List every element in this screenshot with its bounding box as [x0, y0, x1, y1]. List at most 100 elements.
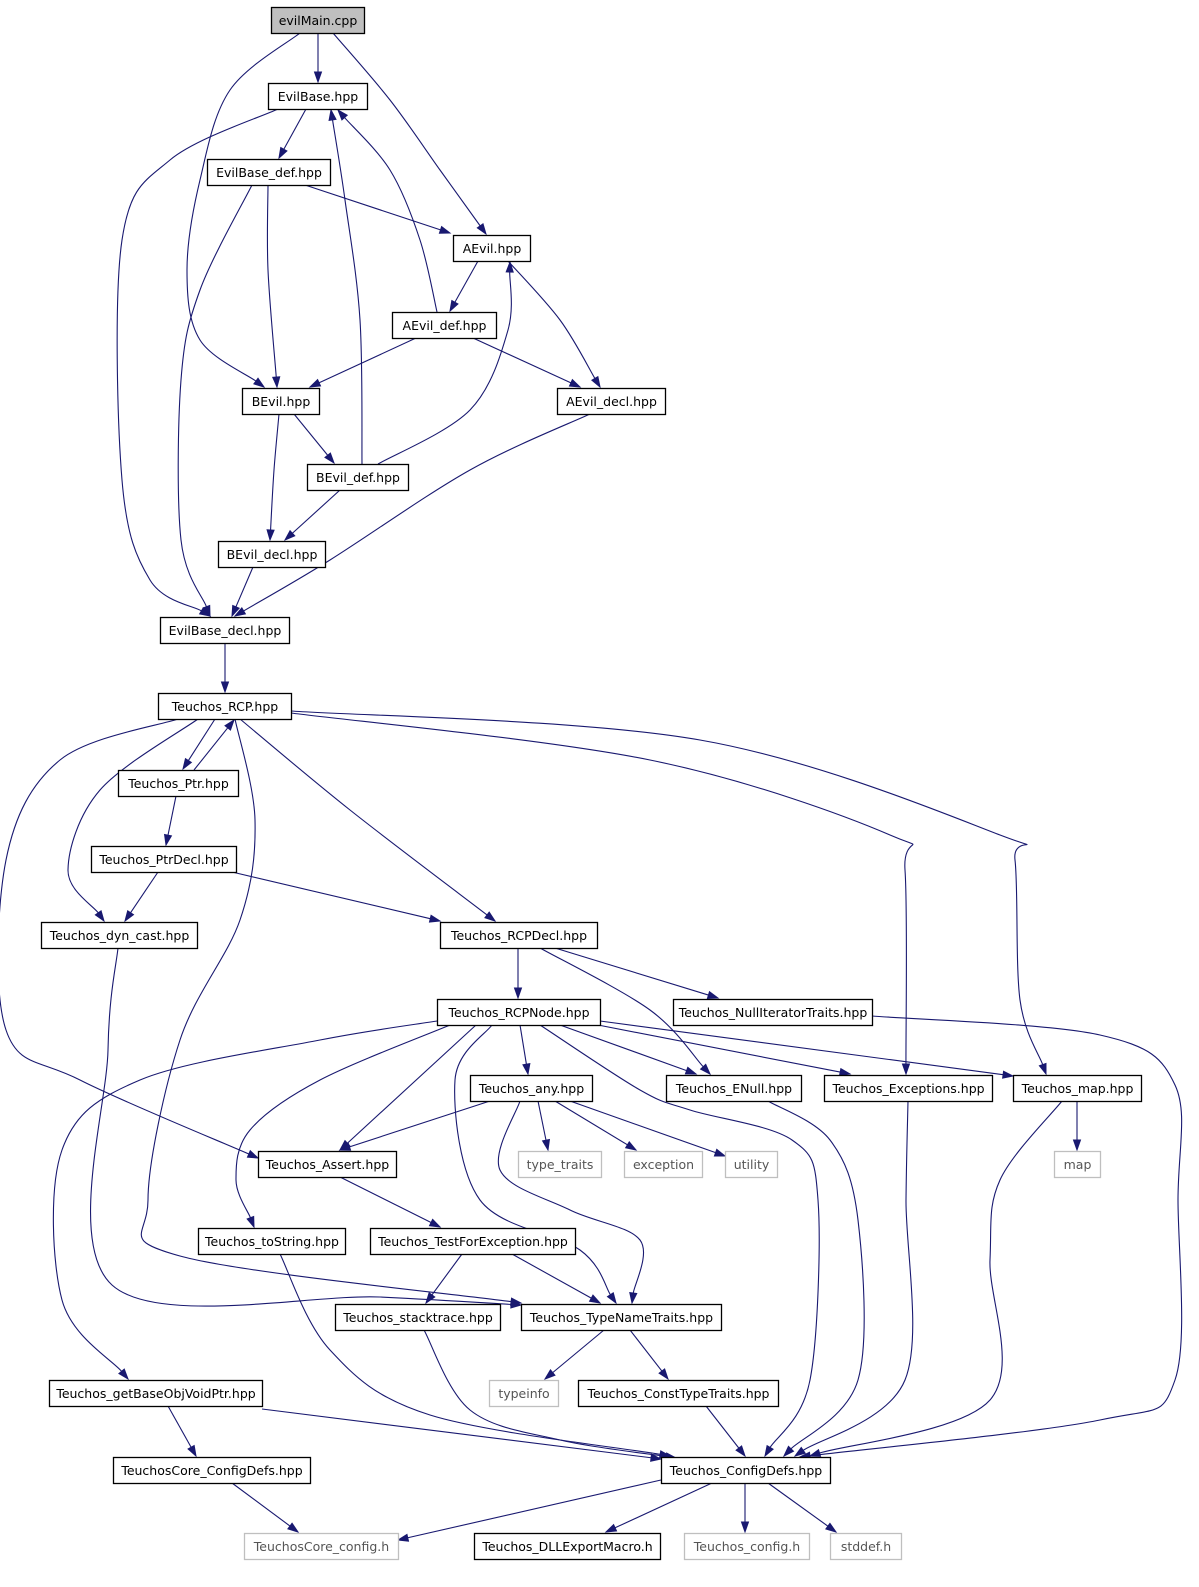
node-box — [724, 1150, 779, 1179]
node-box — [473, 1532, 662, 1561]
node-label: AEvil_def.hpp — [403, 318, 487, 333]
edge-ConstType-to-CfgDefs — [705, 1405, 746, 1458]
node-teuchos-exceptions-hpp[interactable]: Teuchos_Exceptions.hpp — [823, 1074, 994, 1103]
node-box — [270, 6, 366, 35]
edge-EvilBase_def-to-BEvil — [266, 184, 281, 389]
node-teuchos-nulliteratortraits-hpp[interactable]: Teuchos_NullIteratorTraits.hpp — [672, 998, 874, 1027]
node-box — [369, 1227, 577, 1256]
edge-Ptr-to-RCP — [193, 718, 235, 771]
edge-EvilBase-to-EvilBase_def — [278, 108, 307, 160]
node-label: Teuchos_Assert.hpp — [265, 1157, 389, 1172]
node-teuchos-stacktrace-hpp[interactable]: Teuchos_stacktrace.hpp — [334, 1303, 502, 1332]
node-label: Teuchos_map.hpp — [1021, 1081, 1134, 1096]
node-box — [40, 921, 199, 950]
node-box — [439, 921, 599, 950]
node-bevil-hpp[interactable]: BEvil.hpp — [241, 387, 321, 416]
node-label: Teuchos_getBaseObjVoidPtr.hpp — [55, 1386, 255, 1401]
node-teuchos-typenametraits-hpp[interactable]: Teuchos_TypeNameTraits.hpp — [520, 1303, 723, 1332]
node-box — [829, 1532, 903, 1561]
node-box — [556, 387, 667, 416]
node-aevil-decl-hpp[interactable]: AEvil_decl.hpp — [556, 387, 667, 416]
edge-TypeName-to-typeinfo — [543, 1329, 605, 1380]
edge-any-to-utility — [569, 1100, 727, 1157]
node-teuchos-getbaseobjvoidptr-hpp[interactable]: Teuchos_getBaseObjVoidPtr.hpp — [48, 1379, 264, 1408]
edge-RCPNode-to-ENull — [559, 1024, 698, 1075]
node-teuchos-rcpdecl-hpp[interactable]: Teuchos_RCPDecl.hpp — [439, 921, 599, 950]
edge-AEvil_def-to-EvilBase — [337, 108, 438, 313]
node-box — [243, 1532, 400, 1561]
node-label: stddef.h — [841, 1539, 891, 1554]
node-box — [823, 1074, 994, 1103]
node-teuchos-configdefs-hpp[interactable]: Teuchos_ConfigDefs.hpp — [660, 1456, 832, 1485]
node-teuchos-consttypetraits-hpp[interactable]: Teuchos_ConstTypeTraits.hpp — [577, 1379, 780, 1408]
node-box — [257, 1150, 398, 1179]
node-teuchos-rcpnode-hpp[interactable]: Teuchos_RCPNode.hpp — [436, 998, 602, 1027]
edge-RCP-to-RCPDecl — [239, 718, 497, 922]
edge-evilMain-to-AEvil — [332, 32, 487, 236]
node-label: AEvil_decl.hpp — [566, 394, 657, 409]
node-box — [48, 1379, 264, 1408]
node-label: Teuchos_RCPNode.hpp — [447, 1005, 589, 1020]
edge-toString-to-CfgDefs — [279, 1253, 672, 1459]
edge-RCPNode-to-TypeName — [454, 1024, 617, 1305]
node-box — [1053, 1150, 1102, 1179]
edge-Ptr-to-PtrDecl — [163, 795, 177, 847]
node-teuchos-testforexception-hpp[interactable]: Teuchos_TestForException.hpp — [369, 1227, 577, 1256]
node-label: Teuchos_ConstTypeTraits.hpp — [586, 1386, 769, 1401]
node-evilbase-hpp[interactable]: EvilBase.hpp — [267, 82, 369, 111]
edge-RCP-to-map_hpp — [290, 710, 1047, 1076]
node-teuchos-config-h: Teuchos_config.h — [683, 1532, 811, 1561]
node-evilbase-decl-hpp[interactable]: EvilBase_decl.hpp — [159, 616, 291, 645]
edge-map_hpp-to-CfgDefs — [808, 1100, 1063, 1457]
edge-AEvil_def-to-AEvil_decl — [472, 337, 582, 388]
node-teuchos-ptr-hpp[interactable]: Teuchos_Ptr.hpp — [117, 769, 240, 798]
edge-getBase-to-CoreCfgDefs — [167, 1405, 197, 1458]
edge-any-to-exception — [554, 1100, 638, 1151]
node-label: Teuchos_TypeNameTraits.hpp — [529, 1310, 713, 1325]
edge-RCPNode-to-any — [519, 1024, 531, 1076]
node-label: Teuchos_ENull.hpp — [675, 1081, 792, 1096]
node-bevil-decl-hpp[interactable]: BEvil_decl.hpp — [217, 540, 327, 569]
edge-RCPDecl-to-ENull — [539, 947, 712, 1076]
node-label: EvilBase_decl.hpp — [169, 623, 282, 638]
node-box — [436, 998, 602, 1027]
node-evilmain-cpp[interactable]: evilMain.cpp — [270, 6, 366, 35]
edge-ENull-to-CfgDefs — [767, 1100, 865, 1458]
node-aevil-def-hpp[interactable]: AEvil_def.hpp — [391, 311, 498, 340]
node-bevil-def-hpp[interactable]: BEvil_def.hpp — [306, 463, 410, 492]
node-teuchoscore-configdefs-hpp[interactable]: TeuchosCore_ConfigDefs.hpp — [112, 1456, 312, 1485]
node-teuchos-tostring-hpp[interactable]: Teuchos_toString.hpp — [197, 1227, 347, 1256]
node-teuchos-ptrdecl-hpp[interactable]: Teuchos_PtrDecl.hpp — [90, 845, 238, 874]
edge-evilMain-to-EvilBase — [313, 33, 323, 84]
node-teuchos-map-hpp[interactable]: Teuchos_map.hpp — [1012, 1074, 1143, 1103]
edges-layer — [0, 32, 1183, 1542]
node-box — [197, 1227, 347, 1256]
edge-RCPNode-to-Assert — [338, 1024, 477, 1152]
node-teuchos-enull-hpp[interactable]: Teuchos_ENull.hpp — [665, 1074, 803, 1103]
node-label: type_traits — [527, 1157, 594, 1172]
edge-PtrDecl-to-RCPDecl — [231, 871, 442, 923]
node-aevil-hpp[interactable]: AEvil.hpp — [452, 234, 532, 263]
node-box — [1012, 1074, 1143, 1103]
node-label: Teuchos_RCPDecl.hpp — [450, 928, 587, 943]
node-teuchos-dllexportmacro-h[interactable]: Teuchos_DLLExportMacro.h — [473, 1532, 662, 1561]
node-label: EvilBase.hpp — [278, 89, 359, 104]
edge-AEvil_def-to-BEvil — [308, 337, 417, 388]
node-label: BEvil.hpp — [252, 394, 311, 409]
node-box — [452, 234, 532, 263]
node-label: Teuchos_NullIteratorTraits.hpp — [678, 1005, 868, 1020]
node-box — [520, 1303, 723, 1332]
node-teuchos-assert-hpp[interactable]: Teuchos_Assert.hpp — [257, 1150, 398, 1179]
node-evilbase-def-hpp[interactable]: EvilBase_def.hpp — [206, 158, 332, 187]
node-label: Teuchos_TestForException.hpp — [377, 1234, 568, 1249]
node-teuchos-rcp-hpp[interactable]: Teuchos_RCP.hpp — [157, 692, 293, 721]
node-label: typeinfo — [498, 1386, 549, 1401]
node-stddef-h: stddef.h — [829, 1532, 903, 1561]
node-box — [623, 1150, 704, 1179]
node-teuchos-any-hpp[interactable]: Teuchos_any.hpp — [469, 1074, 594, 1103]
node-label: evilMain.cpp — [279, 13, 358, 28]
node-box — [660, 1456, 832, 1485]
edge-dyn_cast-to-TypeName — [89, 947, 523, 1309]
node-teuchos-dyn-cast-hpp[interactable]: Teuchos_dyn_cast.hpp — [40, 921, 199, 950]
node-label: Teuchos_PtrDecl.hpp — [98, 852, 228, 867]
